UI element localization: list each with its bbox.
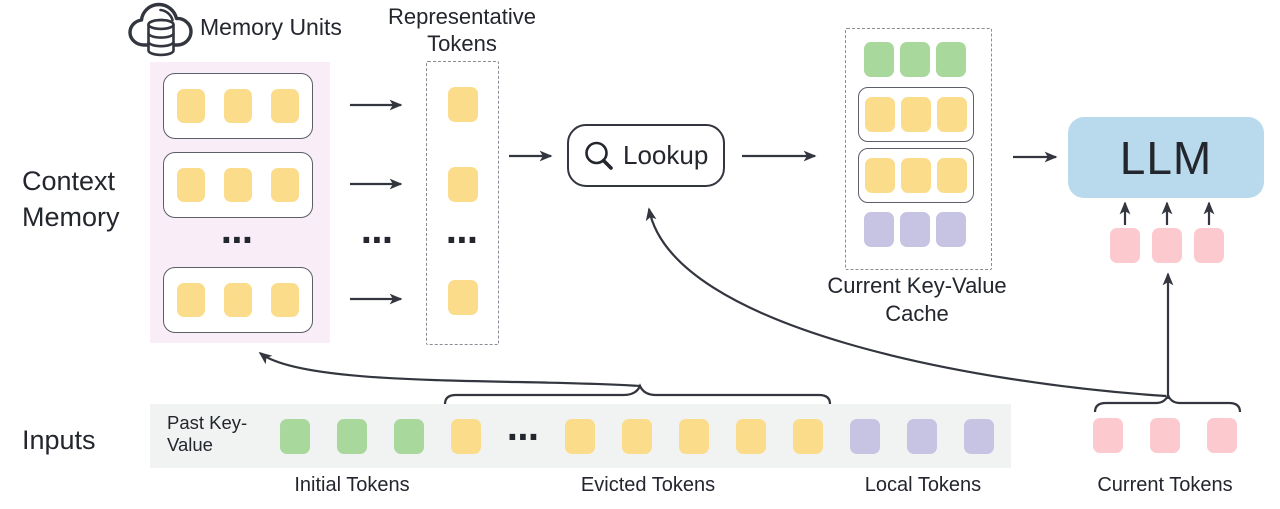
representative-column-ellipsis: ⋯ [446,222,478,258]
memory-unit-row [163,73,313,139]
current-kv-cache-label: Current Key-Value Cache [827,273,1007,326]
token-yellow [622,419,652,454]
brace-current-tokens [1093,391,1242,413]
evicted-tokens-caption: Evicted Tokens [580,474,716,496]
current-tokens-caption: Current Tokens [1097,474,1233,496]
llm-box: LLM [1068,117,1264,198]
current-tokens-group [1093,418,1237,453]
token-purple [850,419,880,454]
token-yellow [565,419,595,454]
token-yellow [271,89,299,123]
token-yellow [177,168,205,202]
token-yellow [448,280,478,315]
local-tokens-caption: Local Tokens [864,474,982,496]
memory-unit-row [163,267,313,333]
lookup-label: Lookup [623,140,709,170]
token-purple [864,212,894,247]
token-pink [1194,228,1224,263]
token-yellow [271,168,299,202]
representative-token-slot [448,87,478,122]
token-yellow [271,283,299,317]
token-green [864,42,894,77]
evicted-token-first [451,419,481,454]
local-tokens-group [850,419,994,454]
token-yellow [901,158,931,193]
token-purple [936,212,966,247]
token-yellow [793,419,823,454]
brace-evicted-tokens [443,383,832,405]
memory-unit-row [163,152,313,218]
token-green [900,42,930,77]
token-yellow [177,89,205,123]
token-pink [1150,418,1180,453]
token-yellow [448,167,478,202]
token-green [280,419,310,454]
cache-row-memory-unit [858,148,974,203]
curve-evicted-to-context-memory [258,352,641,388]
memory-panel-ellipsis: ⋯ [221,222,253,258]
initial-tokens-caption: Initial Tokens [294,474,410,496]
token-purple [964,419,994,454]
token-yellow [451,419,481,454]
token-yellow [865,97,895,132]
token-green [394,419,424,454]
search-icon [585,141,613,170]
lookup-button: Lookup [567,124,725,187]
token-pink [1207,418,1237,453]
past-key-value-label: Past Key-Value [167,412,248,455]
token-pink [1152,228,1182,263]
representative-token-slot [448,167,478,202]
cache-row-memory-unit [858,87,974,142]
arrows-column-ellipsis: ⋯ [361,222,393,258]
representative-token-slot [448,280,478,315]
token-pink [1093,418,1123,453]
cache-row-initial [864,42,966,77]
token-pink [1110,228,1140,263]
token-green [337,419,367,454]
inputs-strip-ellipsis: ⋯ [507,419,539,455]
cache-row-local [864,212,966,247]
token-yellow [736,419,766,454]
token-yellow [224,89,252,123]
token-yellow [448,87,478,122]
cloud-database-icon [128,2,193,57]
representative-tokens-box [426,61,499,345]
token-yellow [937,97,967,132]
initial-tokens-group [280,419,424,454]
llm-label: LLM [1119,131,1213,184]
token-yellow [224,283,252,317]
token-purple [900,212,930,247]
representative-tokens-label: Representative Tokens [388,4,536,56]
llm-input-tokens [1110,228,1224,263]
token-purple [907,419,937,454]
token-yellow [937,158,967,193]
evicted-tokens-group [565,419,823,454]
token-green [936,42,966,77]
memory-units-label: Memory Units [200,14,342,40]
token-yellow [865,158,895,193]
inputs-label: Inputs [22,425,96,455]
token-yellow [679,419,709,454]
context-memory-label: Context Memory [22,166,120,232]
token-yellow [901,97,931,132]
token-yellow [224,168,252,202]
token-yellow [177,283,205,317]
